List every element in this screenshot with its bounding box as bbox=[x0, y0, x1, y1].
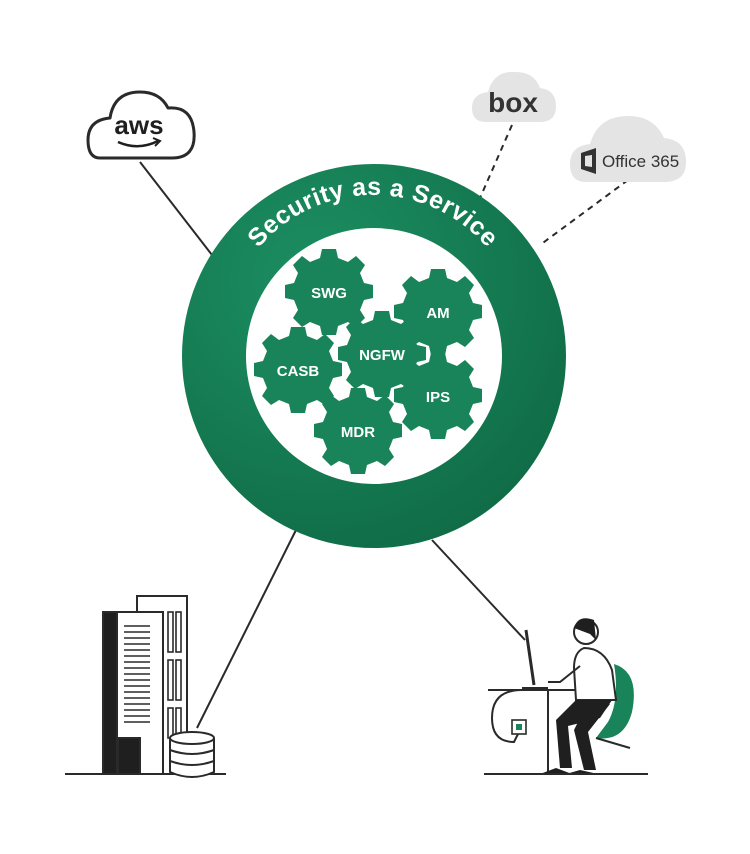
box-logo-text: box bbox=[488, 87, 538, 118]
connector-aws bbox=[139, 161, 213, 256]
box-cloud-icon: box bbox=[472, 71, 556, 122]
connector-datacenter bbox=[196, 529, 297, 729]
gear-ips: IPS bbox=[394, 353, 482, 439]
connector-box bbox=[479, 124, 513, 199]
office365-cloud-icon: Office 365 bbox=[570, 116, 686, 182]
gear-casb: CASB bbox=[254, 327, 342, 413]
gear-label-mdr: MDR bbox=[341, 424, 375, 441]
gear-label-ngfw: NGFW bbox=[359, 347, 406, 364]
aws-cloud-icon: aws bbox=[86, 90, 196, 160]
office365-logo-text: Office 365 bbox=[602, 152, 679, 171]
gear-ngfw: NGFW bbox=[338, 311, 426, 397]
connector-user bbox=[431, 539, 526, 641]
connector-lines bbox=[139, 124, 629, 729]
gear-am: AM bbox=[394, 269, 482, 355]
database-icon bbox=[169, 731, 215, 778]
remote-worker-icon bbox=[484, 618, 648, 775]
gear-swg: SWG bbox=[285, 249, 373, 335]
connector-office365 bbox=[539, 179, 629, 246]
gear-label-swg: SWG bbox=[311, 285, 347, 302]
service-gears: SWG AM NGFW CASB IPS MDR bbox=[254, 249, 482, 474]
gear-label-am: AM bbox=[426, 305, 449, 322]
gear-mdr: MDR bbox=[314, 388, 402, 474]
gear-label-ips: IPS bbox=[426, 389, 450, 406]
aws-logo-text: aws bbox=[114, 110, 163, 140]
gear-label-casb: CASB bbox=[277, 363, 320, 380]
office-logo-icon bbox=[581, 148, 596, 174]
